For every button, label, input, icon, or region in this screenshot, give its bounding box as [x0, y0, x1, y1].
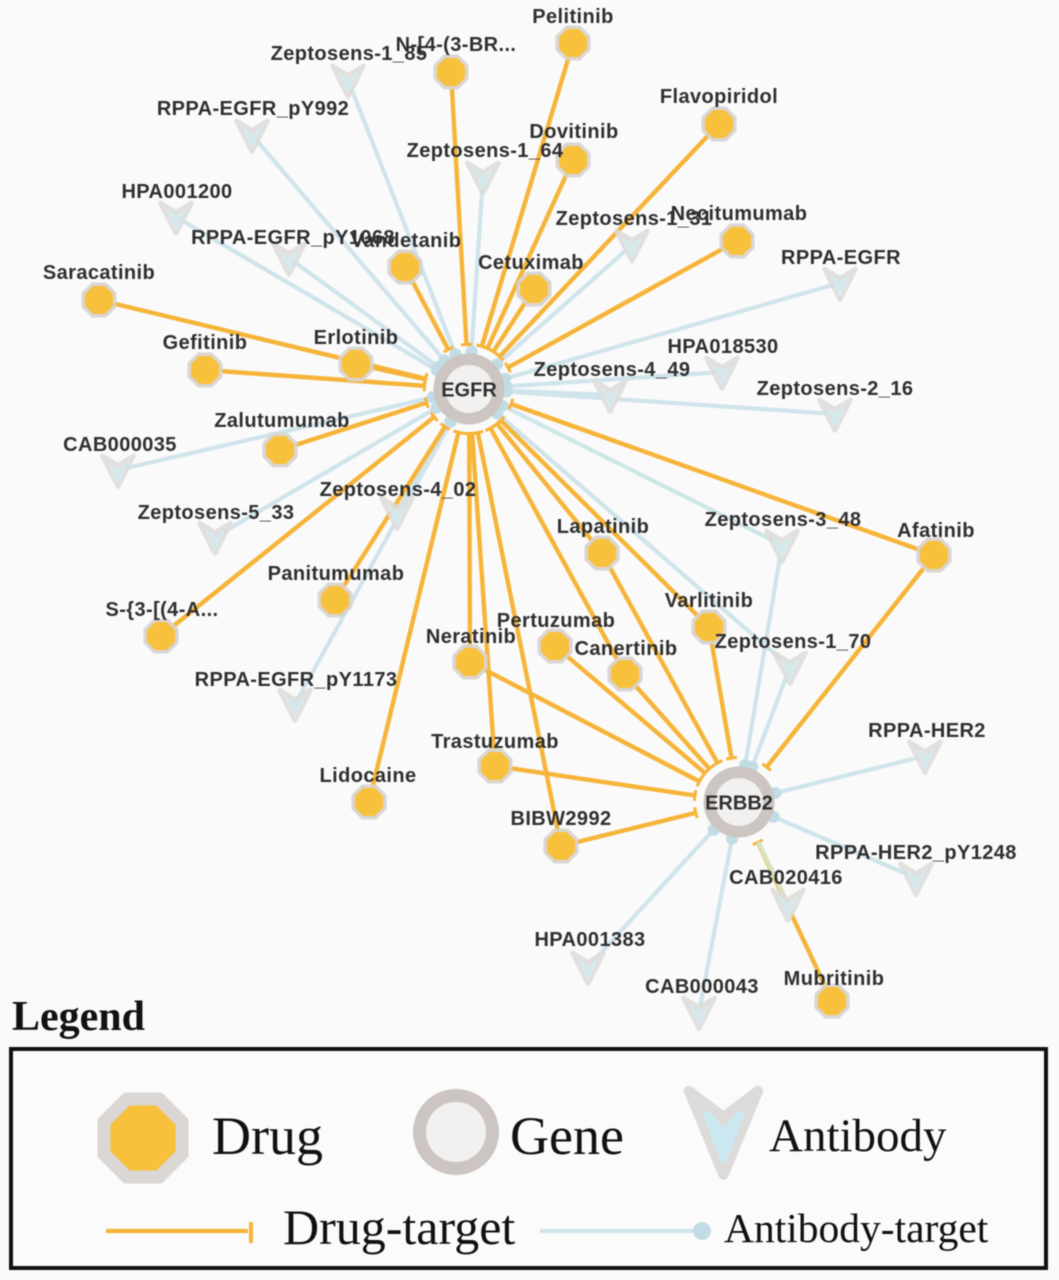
- svg-text:ERBB2: ERBB2: [705, 793, 773, 815]
- svg-text:Lidocaine: Lidocaine: [320, 765, 417, 787]
- svg-text:RPPA-EGFR_pY1068: RPPA-EGFR_pY1068: [191, 227, 395, 249]
- svg-text:Drug: Drug: [212, 1106, 323, 1166]
- svg-text:N-[4-(3-BR...: N-[4-(3-BR...: [396, 34, 517, 56]
- svg-text:Zeptosens-2_16: Zeptosens-2_16: [757, 378, 914, 400]
- svg-text:HPA018530: HPA018530: [667, 336, 778, 358]
- svg-text:Canertinib: Canertinib: [575, 638, 678, 660]
- svg-text:CAB000035: CAB000035: [63, 434, 177, 456]
- svg-text:Erlotinib: Erlotinib: [314, 327, 399, 349]
- svg-text:Zeptosens-4_49: Zeptosens-4_49: [534, 359, 691, 381]
- svg-text:Zeptosens-1_70: Zeptosens-1_70: [715, 631, 872, 653]
- svg-text:Zeptosens-1_31: Zeptosens-1_31: [556, 208, 713, 230]
- svg-text:Zeptosens-1_64: Zeptosens-1_64: [407, 140, 564, 162]
- svg-text:CAB020416: CAB020416: [729, 867, 843, 889]
- svg-text:Cetuximab: Cetuximab: [478, 252, 584, 274]
- svg-text:Zeptosens-5_33: Zeptosens-5_33: [138, 502, 295, 524]
- svg-text:Drug-target: Drug-target: [283, 1199, 515, 1255]
- svg-text:CAB000043: CAB000043: [645, 976, 759, 998]
- svg-text:Trastuzumab: Trastuzumab: [431, 731, 559, 753]
- svg-text:Afatinib: Afatinib: [897, 520, 975, 542]
- svg-text:Necitumumab: Necitumumab: [671, 203, 808, 225]
- svg-text:Panitumumab: Panitumumab: [268, 563, 405, 585]
- svg-text:EGFR: EGFR: [441, 380, 497, 402]
- svg-text:RPPA-HER2: RPPA-HER2: [868, 720, 986, 742]
- svg-text:RPPA-EGFR_pY1173: RPPA-EGFR_pY1173: [195, 669, 398, 691]
- svg-text:Gefitinib: Gefitinib: [163, 332, 248, 354]
- svg-text:Zeptosens-3_48: Zeptosens-3_48: [705, 509, 862, 531]
- svg-text:Zeptosens-4_02: Zeptosens-4_02: [320, 479, 477, 501]
- svg-text:Varlitinib: Varlitinib: [665, 590, 753, 612]
- svg-text:RPPA-HER2_pY1248: RPPA-HER2_pY1248: [815, 842, 1017, 864]
- svg-text:Saracatinib: Saracatinib: [43, 262, 155, 284]
- svg-text:Lapatinib: Lapatinib: [557, 516, 650, 538]
- svg-text:RPPA-EGFR_pY992: RPPA-EGFR_pY992: [157, 98, 349, 120]
- svg-text:HPA001200: HPA001200: [121, 181, 232, 203]
- svg-text:Antibody-target: Antibody-target: [724, 1205, 989, 1251]
- svg-text:HPA001383: HPA001383: [534, 929, 645, 951]
- svg-text:Neratinib: Neratinib: [426, 626, 516, 648]
- svg-text:Mubritinib: Mubritinib: [784, 968, 885, 990]
- svg-text:Antibody: Antibody: [769, 1110, 947, 1162]
- svg-text:BIBW2992: BIBW2992: [510, 808, 611, 830]
- svg-text:Legend: Legend: [12, 994, 145, 1040]
- svg-text:Pelitinib: Pelitinib: [532, 6, 613, 28]
- svg-text:Dovitinib: Dovitinib: [529, 121, 618, 143]
- svg-text:Vandetanib: Vandetanib: [351, 230, 462, 252]
- svg-text:S-{3-[(4-A...: S-{3-[(4-A...: [106, 599, 219, 621]
- svg-text:Pertuzumab: Pertuzumab: [497, 610, 615, 632]
- svg-text:Zalutumumab: Zalutumumab: [214, 410, 350, 432]
- svg-text:Flavopiridol: Flavopiridol: [660, 86, 778, 108]
- svg-text:Zeptosens-1_85: Zeptosens-1_85: [271, 43, 428, 65]
- svg-text:RPPA-EGFR: RPPA-EGFR: [781, 247, 901, 269]
- svg-text:Gene: Gene: [510, 1106, 624, 1166]
